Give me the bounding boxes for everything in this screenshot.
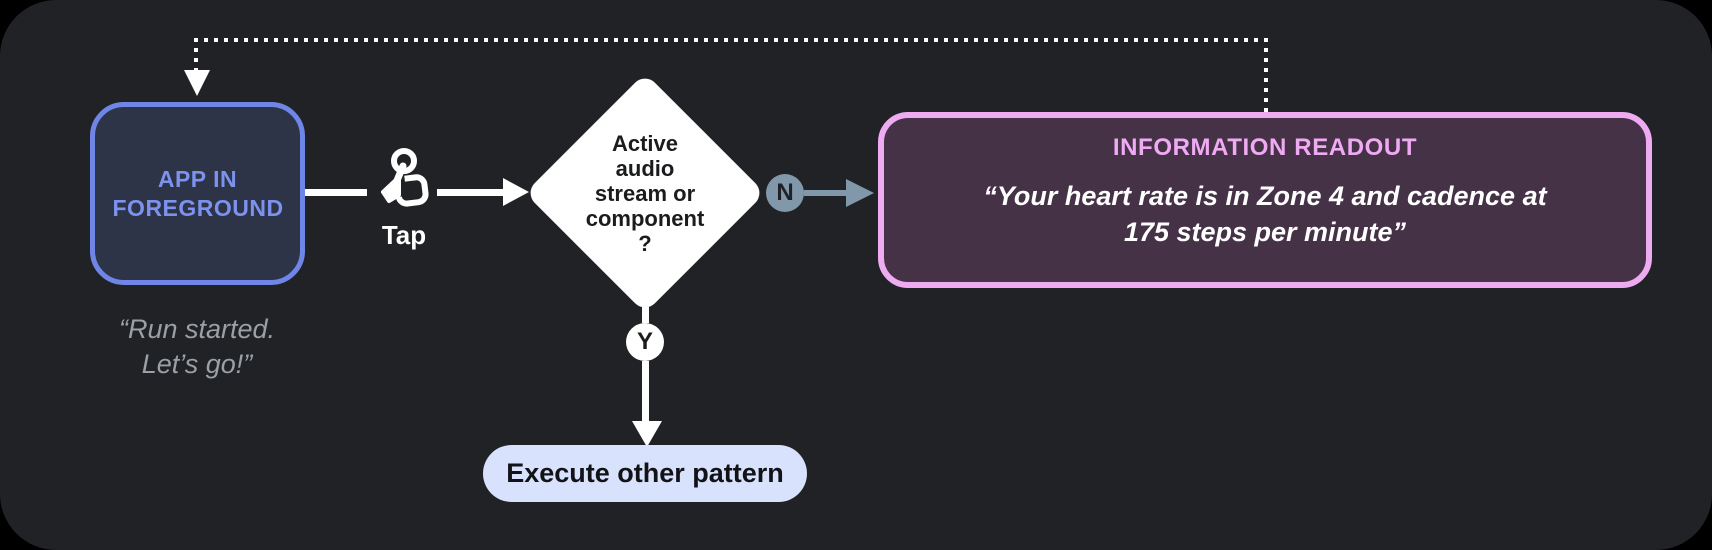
execute-arrowhead-icon [632,421,662,447]
app-node-label: APP IN FOREGROUND [112,165,284,221]
decision-arrowhead-icon [503,178,529,206]
branch-yes-badge: Y [626,323,664,361]
connector-decision-to-yes [642,306,649,323]
tap-gesture-icon [374,146,434,216]
branch-yes-label: Y [636,328,653,355]
decision-line-1: Active [611,131,679,156]
readout-quote-line-1: “Your heart rate is in Zone 4 and cadenc… [983,181,1547,211]
branch-no-label: N [776,179,794,206]
node-information-readout: INFORMATION READOUT “Your heart rate is … [878,112,1652,288]
decision-line-4: component [585,206,705,231]
connector-yes-to-execute [642,361,649,425]
caption-line-2: Let’s go!” [141,349,253,379]
connector-app-to-tap [305,189,367,196]
node-execute-other-pattern: Execute other pattern [483,445,807,502]
tap-label: Tap [381,220,427,250]
connector-no-to-readout [804,190,848,196]
decision-label: Active audio stream or component ? [545,131,745,256]
readout-title: INFORMATION READOUT [1112,134,1418,161]
node-app-in-foreground: APP IN FOREGROUND [90,102,305,285]
readout-arrowhead-icon [846,179,874,207]
decision-line-5: ? [638,231,652,256]
readout-quote: “Your heart rate is in Zone 4 and cadenc… [884,178,1646,250]
feedback-dotted-line-right [1264,38,1268,112]
feedback-dotted-line-left [194,38,198,72]
readout-quote-line-2: 175 steps per minute” [1123,217,1407,247]
connector-tap-to-decision [437,189,507,196]
feedback-dotted-line-top [194,38,1268,42]
execute-label: Execute other pattern [506,458,784,488]
feedback-arrowhead-icon [184,70,210,96]
app-voice-caption: “Run started. Let’s go!” [87,312,307,382]
decision-line-2: audio [615,156,675,181]
caption-line-1: “Run started. [118,314,276,344]
branch-no-badge: N [766,174,804,212]
decision-line-3: stream or [594,181,696,206]
